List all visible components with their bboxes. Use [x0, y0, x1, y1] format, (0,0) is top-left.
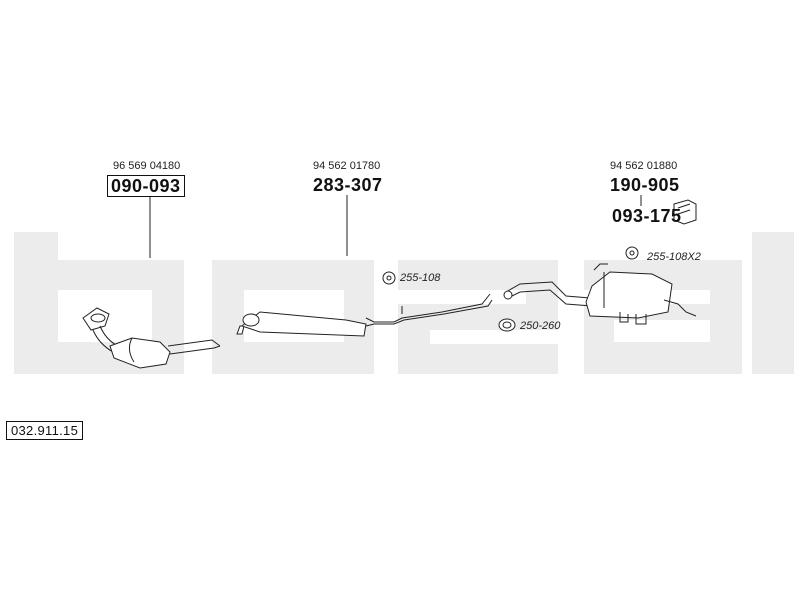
part-code-button[interactable]: 190-905 — [610, 175, 680, 195]
oem-number: 94 562 01780 — [313, 160, 381, 172]
mounting-kit-icon[interactable] — [673, 199, 697, 225]
part-code-button[interactable]: 090-093 — [107, 175, 185, 197]
catalytic-converter-drawing[interactable] — [82, 307, 221, 369]
oem-number: 94 562 01880 — [610, 160, 678, 172]
diagram-number: 032.911.15 — [6, 421, 84, 440]
fitting-ref[interactable]: 255-108 — [400, 272, 441, 284]
part-code-button[interactable]: 283-307 — [313, 175, 383, 195]
oem-number: 96 569 04180 — [113, 160, 181, 172]
accessory-code-button[interactable]: 093-175 — [612, 206, 682, 226]
rear-silencer-drawing[interactable] — [503, 263, 697, 325]
front-silencer-drawing[interactable] — [236, 293, 493, 337]
hanger-icon — [625, 246, 639, 260]
clamp-icon — [498, 318, 516, 332]
fitting-ref[interactable]: 250-260 — [520, 320, 561, 332]
fitting-ref[interactable]: 255-108X2 — [647, 251, 701, 263]
hanger-icon — [382, 271, 396, 285]
